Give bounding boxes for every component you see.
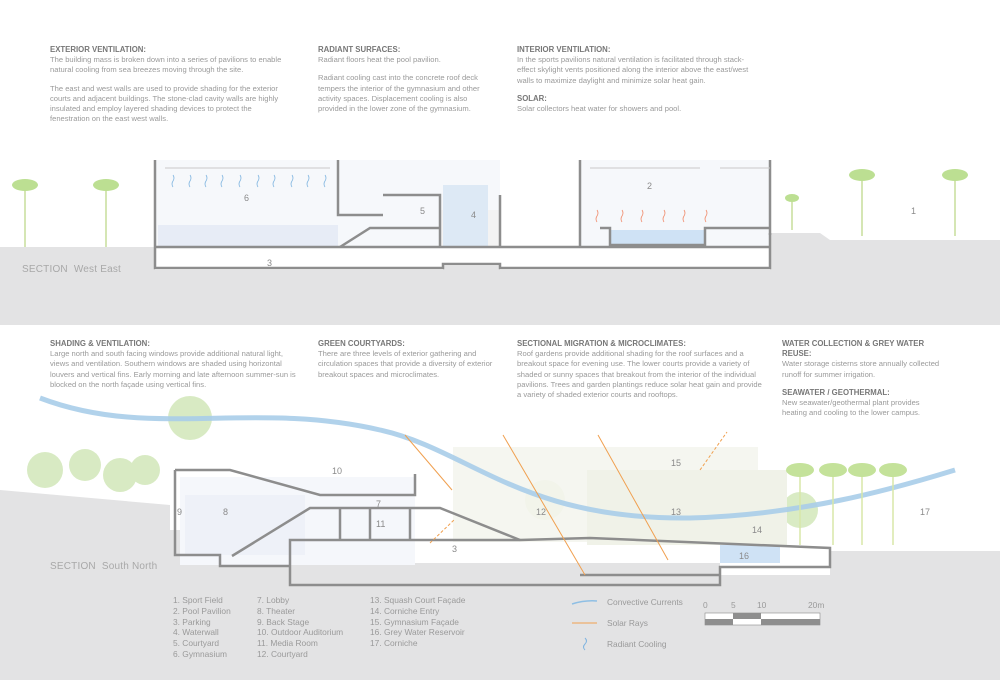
convective-current: [39, 395, 956, 521]
label-courtyard: 5: [420, 206, 425, 216]
label-media-room: 11: [376, 519, 385, 529]
label-corniche: 17: [920, 507, 930, 517]
legend-item: 15. Gymnasium Façade: [370, 616, 459, 627]
note-sectional-migration: SECTIONAL MIGRATION & MICROCLIMATES: Roo…: [517, 339, 762, 408]
palm-trees: [12, 169, 968, 247]
legend-item: 2. Pool Pavilion: [173, 605, 231, 616]
scale-20m: 20m: [808, 600, 825, 610]
solar-rays: [404, 431, 728, 576]
note-title: EXTERIOR VENTILATION:: [50, 45, 147, 54]
legend-item: 17. Corniche: [370, 638, 418, 649]
legend-item: 3. Parking: [173, 616, 211, 627]
note-shading-ventilation: SHADING & VENTILATION: Large north and s…: [50, 339, 300, 398]
label-waterwall: 4: [471, 210, 476, 220]
label-courtyard-12: 12: [536, 507, 546, 517]
legend-item: 16. Grey Water Reservoir: [370, 627, 465, 638]
note-title: GREEN COURTYARDS:: [318, 339, 405, 348]
scale-5: 5: [731, 600, 736, 610]
legend-item: 1. Sport Field: [173, 595, 223, 605]
note-text: Solar collectors heat water for showers …: [517, 104, 682, 114]
note-title: SHADING & VENTILATION:: [50, 339, 150, 348]
legend-item: 12. Courtyard: [257, 648, 308, 659]
label-parking-bottom: 3: [452, 544, 457, 554]
pool: [610, 230, 705, 247]
south-north-section: 10 7 9 8 11 12 13 15 14 16 17 3: [0, 395, 1000, 680]
label-reservoir: 16: [739, 551, 749, 561]
note-exterior-ventilation: EXTERIOR VENTILATION: The building mass …: [50, 45, 290, 132]
label-lobby: 7: [376, 499, 381, 509]
legend-radiant: Radiant Cooling: [607, 639, 667, 649]
legend-item: 8. Theater: [257, 605, 296, 616]
legend-item: 5. Courtyard: [173, 638, 220, 649]
legend-item: 11. Media Room: [257, 638, 318, 649]
note-title: RADIANT SURFACES:: [318, 45, 401, 54]
legend-item: 14. Corniche Entry: [370, 605, 440, 616]
note-green-courtyards: GREEN COURTYARDS: There are three levels…: [318, 339, 498, 388]
note-title: SECTIONAL MIGRATION & MICROCLIMATES:: [517, 339, 686, 348]
section-label: SECTION: [50, 561, 96, 572]
waterwall: [443, 185, 488, 247]
legend-symbols: [571, 600, 821, 651]
note-title: SEAWATER / GEOTHERMAL:: [782, 387, 890, 397]
note-text: Large north and south facing windows pro…: [50, 349, 296, 389]
scale-0: 0: [703, 600, 708, 610]
section-title-south-north: SECTION South North: [50, 561, 157, 572]
label-sport-field: 1: [911, 206, 916, 216]
note-title: WATER COLLECTION & GREY WATER REUSE:: [782, 339, 925, 359]
section-direction: South North: [101, 561, 158, 572]
label-parking: 3: [267, 258, 272, 268]
note-text: There are three levels of exterior gathe…: [318, 349, 493, 379]
north-palms: [799, 470, 894, 545]
note-radiant-surfaces: RADIANT SURFACES: Radiant floors heat th…: [318, 45, 498, 122]
label-gymnasium-facade: 15: [671, 458, 681, 468]
legend-item: 7. Lobby: [257, 595, 290, 605]
note-title: SOLAR:: [517, 93, 547, 103]
legend-item: 4. Waterwall: [173, 627, 219, 638]
label-theater: 8: [223, 507, 228, 517]
note-text: Radiant floors heat the pool pavilion.: [318, 55, 441, 65]
note-interior-ventilation: INTERIOR VENTILATION: In the sports pavi…: [517, 45, 757, 122]
legend-item: 10. Outdoor Auditorium: [257, 627, 344, 638]
note-title: INTERIOR VENTILATION:: [517, 45, 611, 54]
note-text: Water storage cisterns store annually co…: [782, 359, 940, 379]
note-text: Roof gardens provide additional shading …: [517, 349, 762, 400]
scale-bar: [704, 612, 821, 626]
section-title-west-east: SECTION West East: [22, 264, 121, 275]
legend-item: 13. Squash Court Façade: [370, 595, 466, 605]
label-pool-pavilion: 2: [647, 181, 652, 191]
note-text: Radiant cooling cast into the concrete r…: [318, 73, 480, 114]
scale-10: 10: [757, 600, 767, 610]
label-squash-facade: 13: [671, 507, 681, 517]
west-east-section: 6 5 4 2 1 3: [0, 160, 1000, 325]
note-text: The building mass is broken down into a …: [50, 55, 282, 75]
note-text: In the sports pavilions natural ventilat…: [517, 55, 749, 85]
legend-solar: Solar Rays: [607, 618, 648, 628]
label-corniche-entry: 14: [752, 525, 762, 535]
legend-item: 6. Gymnasium: [173, 648, 227, 659]
note-text: New seawater/geothermal plant provides h…: [782, 398, 921, 418]
reservoir: [720, 545, 780, 563]
label-gymnasium: 6: [244, 193, 249, 203]
section-label: SECTION: [22, 264, 68, 275]
radiant-cooling-icon: [583, 637, 587, 651]
note-text: The east and west walls are used to prov…: [50, 83, 279, 124]
convective-currents-icon: [571, 600, 598, 605]
note-water-collection: WATER COLLECTION & GREY WATER REUSE: Wat…: [782, 339, 942, 426]
section-direction: West East: [73, 264, 122, 275]
label-outdoor-auditorium: 10: [332, 466, 342, 476]
legend-item: 9. Back Stage: [257, 616, 310, 627]
radiant-cooling-marks: [171, 174, 327, 188]
legend-convective: Convective Currents: [607, 597, 683, 607]
label-back-stage: 9: [177, 507, 182, 517]
